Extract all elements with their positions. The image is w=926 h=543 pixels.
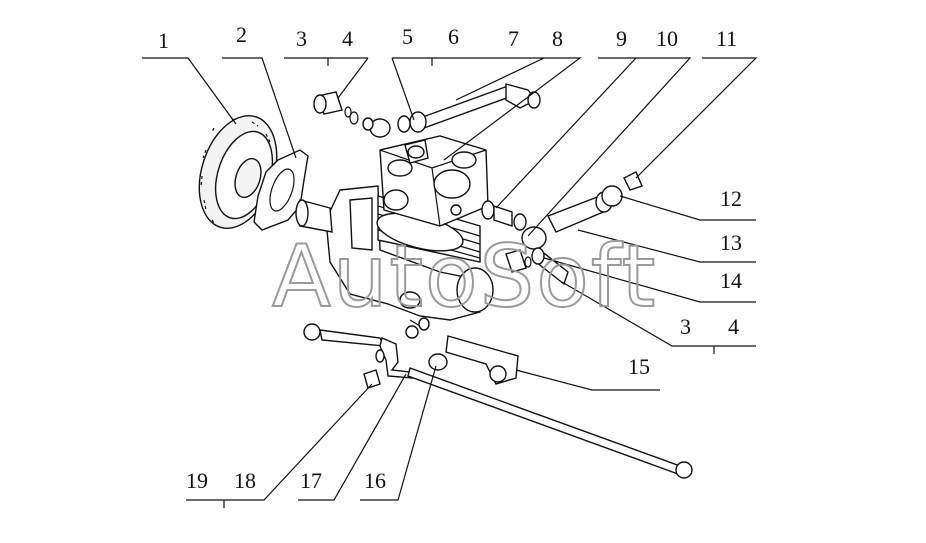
label-19: 19 [186, 468, 208, 493]
label-6: 6 [448, 24, 459, 49]
leader-lines [142, 57, 758, 508]
label-5: 5 [402, 24, 413, 49]
top-valve-fitting [313, 91, 359, 125]
label-7: 7 [508, 26, 519, 51]
label-16: 16 [364, 468, 386, 493]
label-18: 18 [234, 468, 256, 493]
label-11: 11 [716, 26, 737, 51]
label-8: 8 [552, 26, 563, 51]
label-14: 14 [720, 268, 742, 293]
label-2: 2 [236, 22, 247, 47]
watermark-text: AutoSoft [272, 227, 657, 327]
label-15: 15 [628, 354, 650, 379]
label-4-bottom: 4 [728, 314, 739, 339]
label-10: 10 [656, 26, 678, 51]
label-9: 9 [616, 26, 627, 51]
label-12: 12 [720, 186, 742, 211]
label-3-top: 3 [296, 26, 307, 51]
upper-pipe-assembly [362, 83, 541, 138]
gasket [253, 149, 309, 231]
part-labels: 1 2 3 4 5 6 7 8 9 10 11 12 13 14 3 4 15 … [158, 22, 742, 493]
label-17: 17 [300, 468, 322, 493]
lower-pipe-assembly [303, 317, 693, 479]
label-1: 1 [158, 28, 169, 53]
compressor-body [295, 135, 494, 321]
label-13: 13 [720, 230, 742, 255]
right-fittings [481, 171, 643, 286]
label-3-bottom: 3 [680, 314, 691, 339]
label-4-top: 4 [342, 26, 353, 51]
